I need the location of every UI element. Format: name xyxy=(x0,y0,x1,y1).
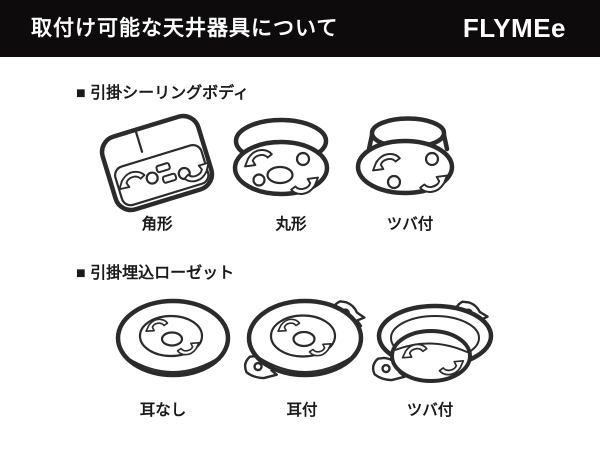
page-title: 取付け可能な天井器具について xyxy=(31,17,339,40)
figure-caption-flanged-body: ツバ付 xyxy=(386,216,434,233)
figure-caption-square: 角形 xyxy=(141,216,173,233)
flanged-ceiling-body-icon xyxy=(355,116,455,196)
figure-square-body xyxy=(96,112,218,214)
rosette-no-ears-icon xyxy=(115,298,231,378)
section-heading-ceiling-body: ■ 引掛シーリングボディ xyxy=(76,85,249,102)
section-heading-recessed-rosette: ■ 引掛埋込ローゼット xyxy=(76,265,235,282)
figure-caption-with-ears: 耳付 xyxy=(286,402,318,419)
round-ceiling-body-icon xyxy=(232,117,330,198)
header-bar: 取付け可能な天井器具について FLYMEe xyxy=(0,0,600,57)
rosette-with-ears-icon xyxy=(241,296,369,383)
figure-rosette-no-ears xyxy=(110,292,236,384)
figure-caption-flanged-rosette: ツバ付 xyxy=(406,402,454,419)
figure-caption-no-ears: 耳なし xyxy=(139,402,187,419)
rosette-with-flange-icon xyxy=(369,297,494,385)
brand-logo: FLYMEe xyxy=(462,13,566,43)
figure-round-body xyxy=(223,114,339,202)
square-ceiling-body-icon xyxy=(99,113,215,213)
figure-rosette-with-flange xyxy=(369,290,499,385)
figure-rosette-with-ears xyxy=(241,292,369,384)
figure-flanged-body xyxy=(352,114,468,200)
figure-caption-round: 丸形 xyxy=(275,216,307,233)
